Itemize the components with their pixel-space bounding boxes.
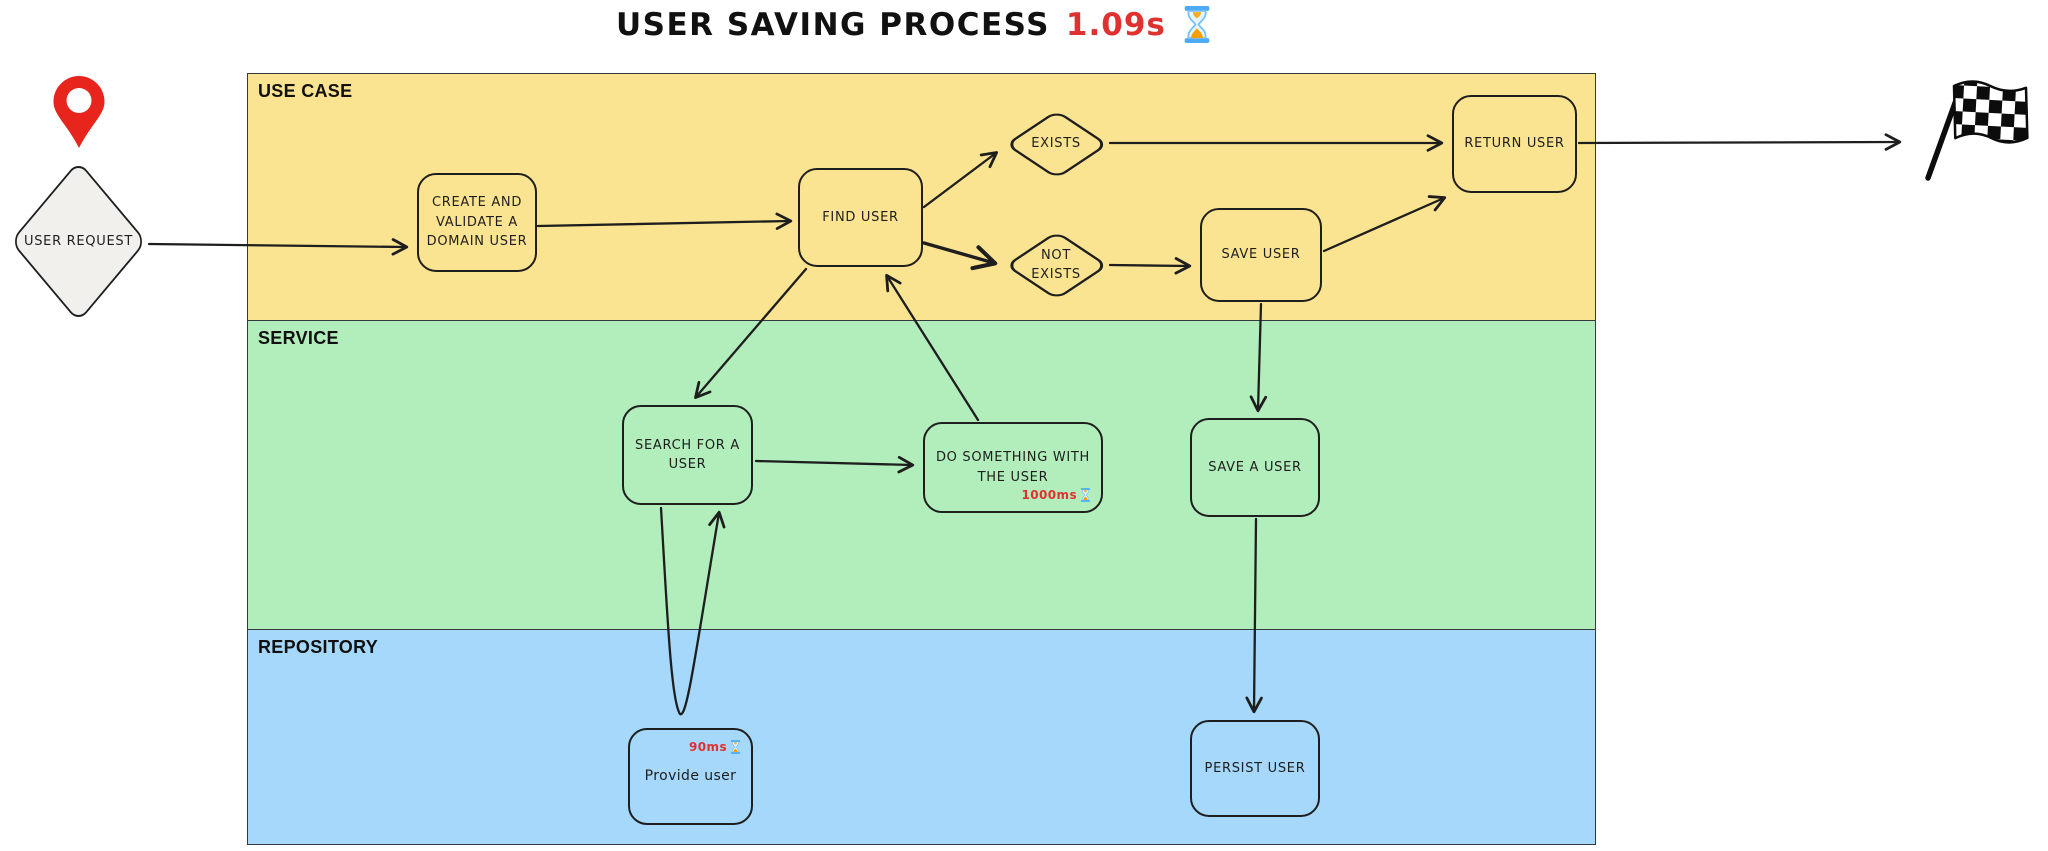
node-search-for-a-user: SEARCH FOR A USER (622, 405, 753, 505)
node-find-user: FIND USER (798, 168, 923, 267)
node-user-request-label: USER REQUEST (24, 233, 133, 249)
node-exists-label: EXISTS (1031, 136, 1081, 152)
lane-label-use-case: USE CASE (258, 81, 353, 101)
duration-badge: 90ms (689, 738, 741, 756)
node-save-user: SAVE USER (1200, 208, 1322, 302)
node-persist-user: PERSIST USER (1190, 720, 1320, 817)
node-save-a-user-label: SAVE A USER (1208, 459, 1302, 475)
node-create-and-validate: CREATE AND VALIDATE A DOMAIN USER (417, 173, 537, 272)
diagram-title-row: USER SAVING PROCESS 1.09s (616, 6, 1212, 43)
node-save-user-label: SAVE USER (1221, 247, 1301, 263)
duration-value: 90ms (689, 740, 727, 754)
lane-label-service: SERVICE (258, 327, 339, 348)
node-not-exists-label: NOT EXISTS (1031, 247, 1081, 283)
node-provide-user: Provide user 90ms (628, 728, 753, 825)
hourglass-icon (1080, 488, 1091, 502)
map-pin-icon (53, 76, 105, 148)
node-user-request: USER REQUEST (10, 160, 147, 323)
node-save-a-user: SAVE A USER (1190, 418, 1320, 517)
arrow-return-to-end (1577, 133, 1902, 151)
checkered-flag-icon (1925, 80, 2029, 181)
node-provide-user-label: Provide user (644, 768, 737, 784)
lane-label-repository: REPOSITORY (258, 637, 379, 657)
duration-value: 1000ms (1021, 488, 1077, 502)
node-return-user-label: RETURN USER (1464, 136, 1565, 152)
node-return-user: RETURN USER (1452, 95, 1577, 193)
lane-service: SERVICE (247, 319, 1596, 631)
node-find-user-label: FIND USER (822, 209, 899, 225)
page-title: USER SAVING PROCESS (616, 6, 1050, 43)
node-search-for-a-user-label: SEARCH FOR A USER (635, 437, 740, 473)
node-persist-user-label: PERSIST USER (1204, 760, 1306, 776)
node-not-exists: NOT EXISTS (1004, 230, 1108, 300)
hourglass-icon (1182, 6, 1212, 43)
node-do-something-with-the-user: DO SOMETHING WITH THE USER 1000ms (923, 422, 1103, 513)
node-create-and-validate-label: CREATE AND VALIDATE A DOMAIN USER (426, 195, 528, 250)
node-exists: EXISTS (1004, 109, 1108, 179)
node-do-something-label: DO SOMETHING WITH THE USER (935, 450, 1091, 485)
hourglass-icon (730, 740, 741, 754)
duration-badge: 1000ms (1022, 486, 1091, 504)
lane-repository: REPOSITORY (247, 629, 1596, 845)
total-duration-value: 1.09s (1065, 6, 1166, 43)
